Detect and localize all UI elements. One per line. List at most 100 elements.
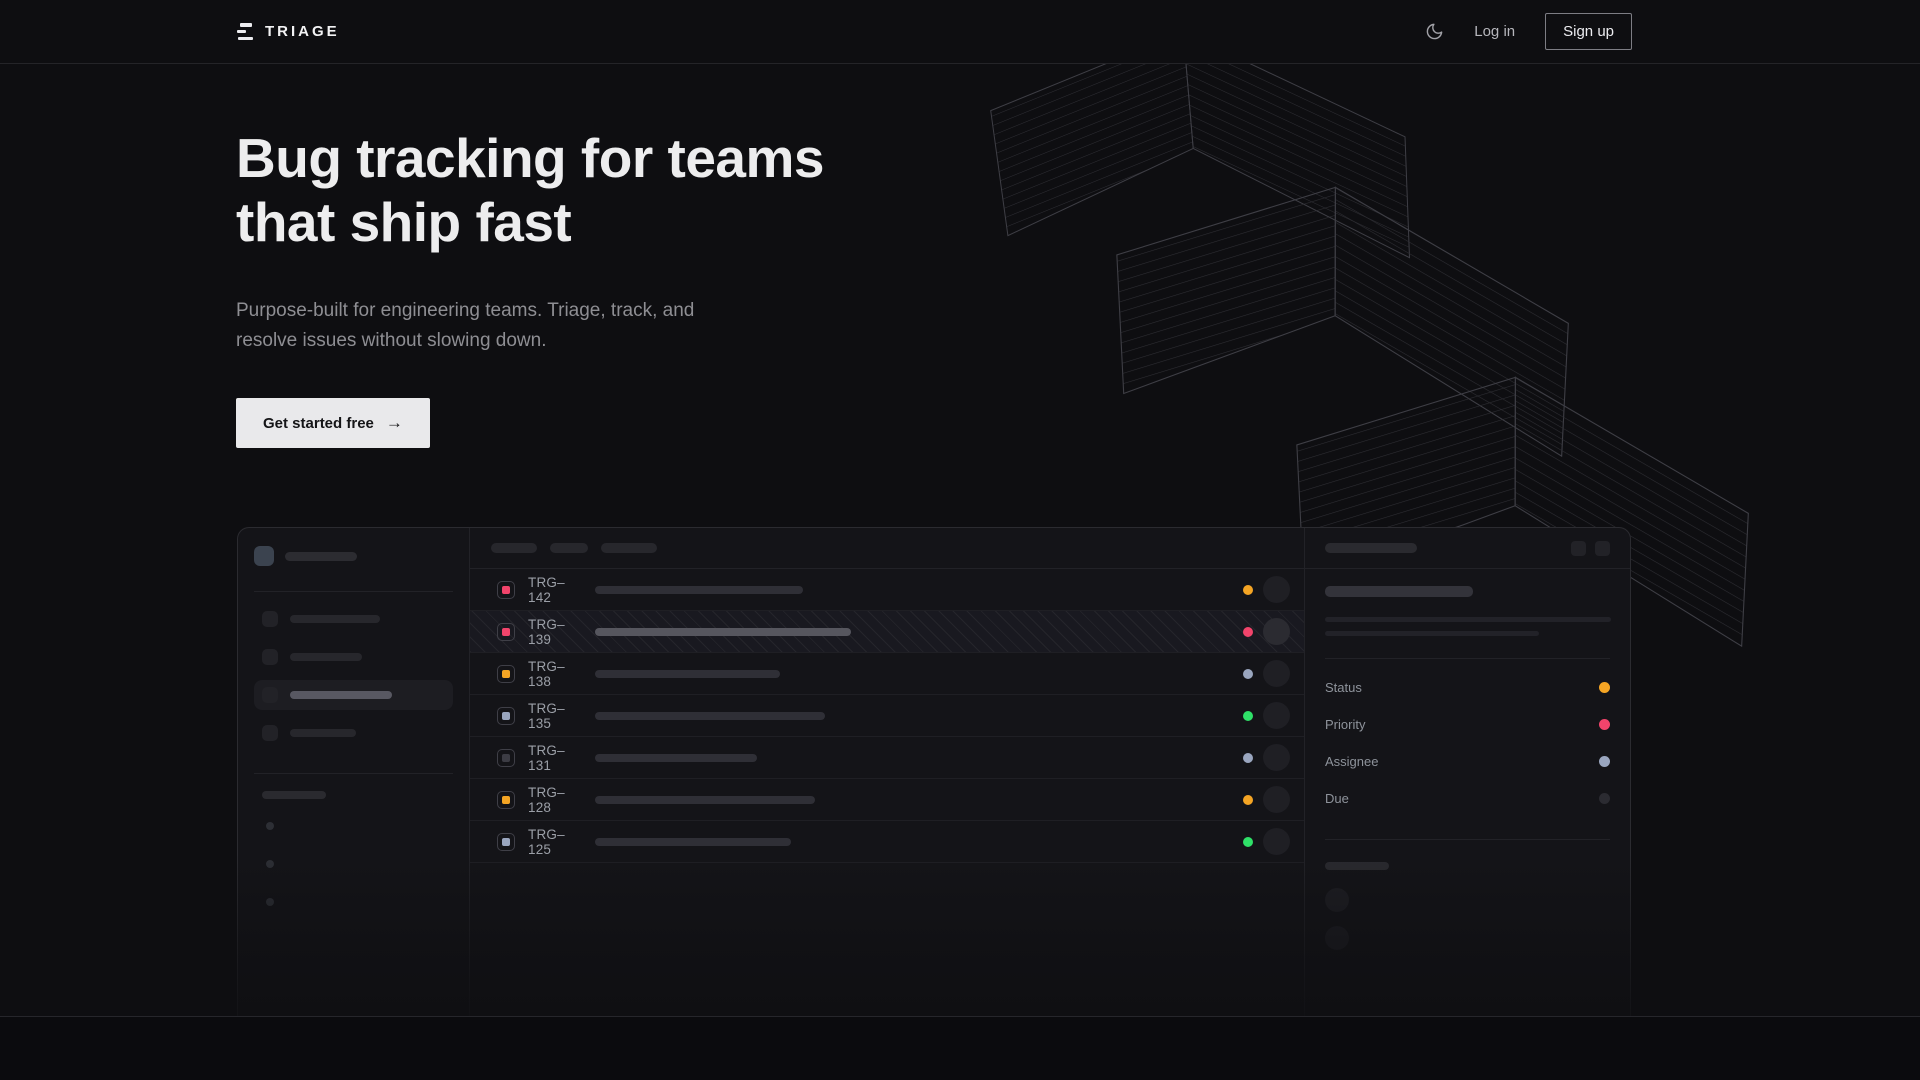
issue-id: TRG–138	[528, 658, 565, 689]
panel-field-row: Status	[1325, 669, 1610, 706]
skeleton-square	[1571, 540, 1586, 556]
nav-actions: Log in Sign up	[1425, 13, 1632, 50]
list-filter-bar	[470, 528, 1304, 569]
issue-avatar	[1263, 828, 1290, 855]
cta-label: Get started free	[263, 414, 374, 432]
issue-type-icon	[497, 664, 515, 683]
skeleton-bar	[1325, 543, 1417, 553]
issue-status-dot	[1243, 794, 1253, 805]
brand-logo[interactable]: TRIAGE	[236, 23, 340, 40]
skeleton-bar	[290, 653, 362, 661]
issue-rows: TRG–142 TRG–139 TRG–138 TRG–135 TRG–131 …	[470, 569, 1304, 863]
issue-bar	[595, 837, 791, 846]
issue-id: TRG–131	[528, 742, 565, 773]
mockup-issue-list: TRG–142 TRG–139 TRG–138 TRG–135 TRG–131 …	[470, 528, 1304, 1016]
field-dot	[1599, 793, 1610, 804]
issue-status-dot	[1243, 626, 1253, 637]
issue-type-icon	[497, 706, 515, 725]
skeleton-bar	[290, 615, 380, 623]
skeleton-line	[1325, 617, 1611, 622]
top-nav: TRIAGE Log in Sign up	[0, 0, 1920, 64]
issue-row: TRG–139	[470, 611, 1304, 653]
issue-status-dot	[1243, 584, 1253, 595]
login-link[interactable]: Log in	[1474, 23, 1516, 40]
sidebar-item-icon	[262, 725, 278, 741]
issue-bar	[595, 753, 757, 762]
field-dot	[1599, 682, 1610, 693]
sidebar-item-icon	[262, 649, 278, 665]
panel-field-row: Assignee	[1325, 743, 1610, 780]
issue-row: TRG–135	[470, 695, 1304, 737]
triage-bars-icon	[236, 23, 254, 40]
skeleton-line	[1325, 631, 1539, 636]
issue-type-icon	[497, 832, 515, 851]
issue-bar	[595, 711, 825, 720]
skeleton-square	[1595, 540, 1610, 556]
issue-status-dot	[1243, 752, 1253, 763]
brand-name: TRIAGE	[265, 23, 340, 40]
sidebar-nav-skeleton	[254, 604, 453, 748]
issue-status-dot	[1243, 668, 1253, 679]
mockup-sidebar	[238, 528, 470, 1016]
hero-heading: Bug tracking for teams that ship fast	[236, 127, 825, 253]
issue-avatar	[1263, 702, 1290, 729]
issue-row: TRG–128	[470, 779, 1304, 821]
skeleton-dot	[266, 822, 274, 830]
get-started-button[interactable]: Get started free →	[236, 398, 430, 448]
issue-id: TRG–128	[528, 784, 565, 815]
skeleton-dot	[266, 860, 274, 868]
issue-bar	[595, 795, 815, 804]
skeleton-bar	[290, 691, 392, 699]
issue-type-icon	[497, 790, 515, 809]
hero-section: Bug tracking for teams that ship fast Pu…	[0, 64, 1920, 1016]
moon-icon	[1426, 23, 1443, 40]
issue-id: TRG–139	[528, 616, 565, 647]
field-dot	[1599, 756, 1610, 767]
issue-avatar	[1263, 744, 1290, 771]
signup-button[interactable]: Sign up	[1545, 13, 1632, 50]
issue-id: TRG–125	[528, 826, 565, 857]
skeleton-bar	[1325, 862, 1389, 870]
panel-field-row: Priority	[1325, 706, 1610, 743]
sidebar-item-active	[254, 680, 453, 710]
skeleton-tab	[601, 543, 657, 553]
issue-id: TRG–142	[528, 574, 565, 605]
arrow-right-icon: →	[385, 413, 403, 432]
field-label: Due	[1325, 791, 1349, 806]
issue-bar	[595, 669, 780, 678]
sidebar-item-icon	[262, 687, 278, 703]
skeleton-avatar	[1325, 888, 1349, 912]
panel-header	[1305, 528, 1630, 569]
field-label: Assignee	[1325, 754, 1379, 769]
workspace-avatar	[254, 546, 274, 566]
issue-type-icon	[497, 748, 515, 767]
skeleton-dot	[266, 898, 274, 906]
workspace-row	[254, 546, 453, 566]
field-label: Priority	[1325, 717, 1366, 732]
panel-field-row: Due	[1325, 780, 1610, 817]
issue-avatar	[1263, 660, 1290, 687]
sidebar-item	[254, 642, 453, 672]
theme-toggle-button[interactable]	[1425, 22, 1444, 41]
sidebar-item	[254, 604, 453, 634]
app-mockup: TRG–142 TRG–139 TRG–138 TRG–135 TRG–131 …	[237, 527, 1631, 1016]
skeleton-tab	[550, 543, 588, 553]
field-label: Status	[1325, 680, 1362, 695]
issue-row: TRG–138	[470, 653, 1304, 695]
sidebar-item-icon	[262, 611, 278, 627]
skeleton-tab	[491, 543, 537, 553]
issue-id: TRG–135	[528, 700, 565, 731]
sidebar-item	[254, 718, 453, 748]
issue-avatar	[1263, 618, 1290, 645]
skeleton-bar	[290, 729, 356, 737]
field-dot	[1599, 719, 1610, 730]
hero-subheading: Purpose-built for engineering teams. Tri…	[236, 300, 695, 351]
issue-avatar	[1263, 576, 1290, 603]
issue-status-dot	[1243, 710, 1253, 721]
footer-strip	[0, 1016, 1920, 1080]
skeleton-bar	[285, 551, 357, 561]
issue-type-icon	[497, 580, 515, 599]
issue-status-dot	[1243, 836, 1253, 847]
panel-header-actions	[1571, 540, 1610, 556]
issue-type-icon	[497, 622, 515, 641]
